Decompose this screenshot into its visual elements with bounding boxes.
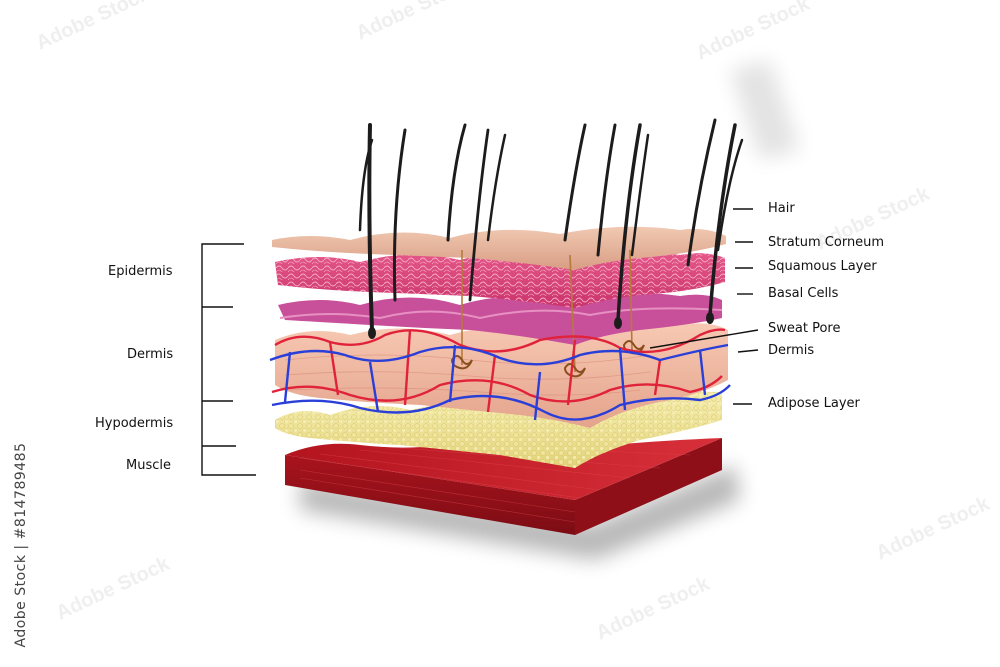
label-dermis-right: Dermis <box>768 343 815 358</box>
label-sweat-pore: Sweat Pore <box>768 321 841 336</box>
watermark-text: Adobe Stock <box>33 0 154 55</box>
label-hair: Hair <box>768 201 795 216</box>
label-epidermis: Epidermis <box>108 264 173 279</box>
label-hypodermis: Hypodermis <box>95 416 174 431</box>
leader-dermis <box>737 349 759 353</box>
stratum-corneum-layer <box>272 226 726 270</box>
right-leader-lines <box>649 208 759 405</box>
hairs <box>358 118 744 332</box>
stock-id-text: Adobe Stock | #814789485 <box>13 442 29 648</box>
blood-vessels <box>269 328 731 421</box>
leader-sweat-pore <box>649 329 759 349</box>
veins <box>269 343 731 421</box>
label-dermis-left: Dermis <box>127 347 174 362</box>
hair-follicles <box>368 312 714 339</box>
block-shadow <box>300 60 800 560</box>
left-bracket <box>201 243 256 476</box>
watermark-text: Adobe Stock <box>873 493 994 565</box>
label-squamous-layer: Squamous Layer <box>768 259 877 274</box>
watermark-text: Adobe Stock <box>593 573 714 645</box>
label-basal-cells: Basal Cells <box>768 286 839 301</box>
watermark-text: Adobe Stock <box>353 0 474 45</box>
arteries <box>271 328 726 413</box>
muscle-layer <box>285 436 722 535</box>
basal-layer <box>278 292 723 345</box>
watermark-text: Adobe Stock <box>53 553 174 625</box>
watermark-text: Adobe Stock <box>693 0 814 65</box>
label-stratum-corneum: Stratum Corneum <box>768 235 885 250</box>
stock-id-watermark: Adobe Stock | #814789485 <box>6 430 36 660</box>
squamous-layer <box>275 250 725 308</box>
label-adipose-layer: Adipose Layer <box>768 396 860 411</box>
label-muscle: Muscle <box>126 458 171 473</box>
